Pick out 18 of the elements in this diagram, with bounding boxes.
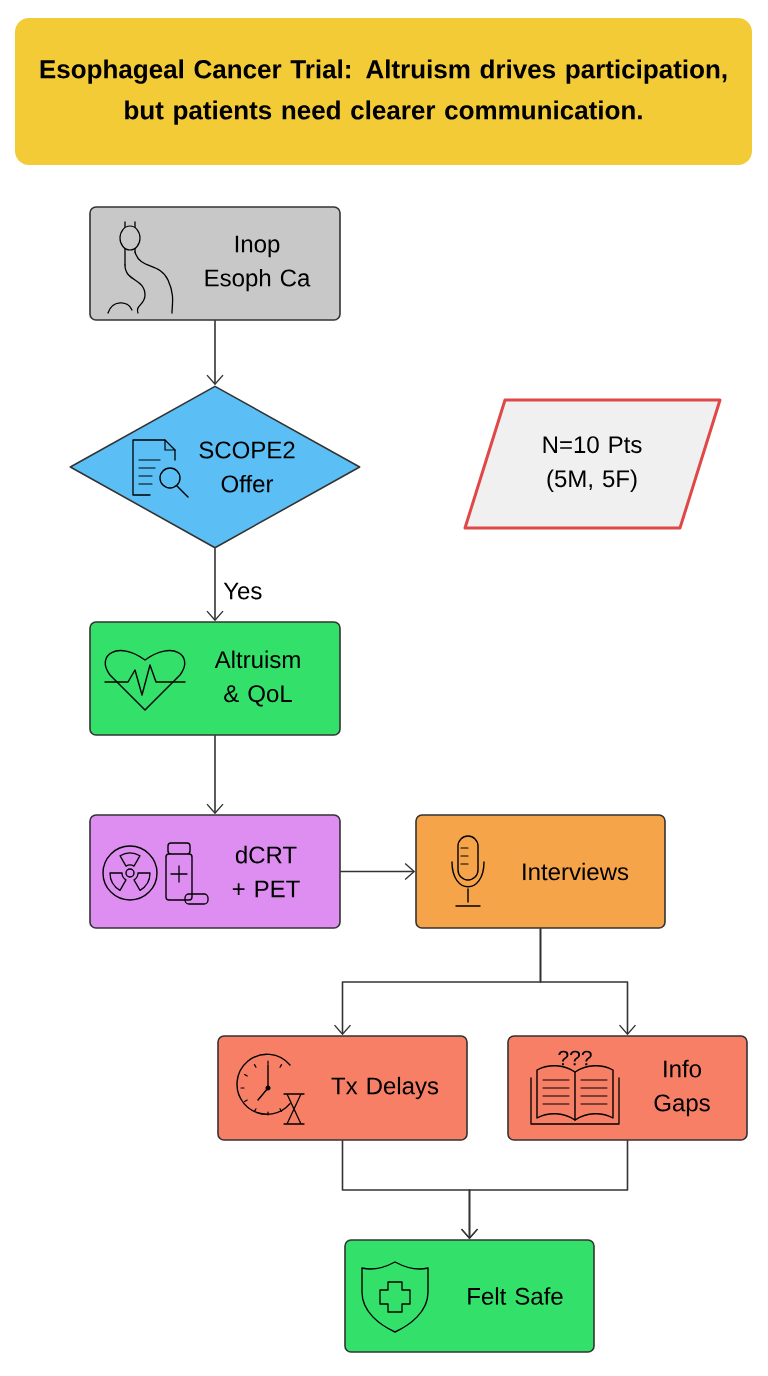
node-label: Info Gaps [654, 1059, 710, 1117]
arrow [206, 735, 224, 815]
arrow [460, 1140, 629, 1240]
process-box: Felt Safe [344, 1239, 595, 1353]
data-parallelogram: N=10 Pts (5M, 5F) [463, 398, 722, 530]
process-box: Tx Delays [217, 1035, 468, 1141]
process-box: Altruism & QoL [89, 621, 341, 736]
arrow [206, 320, 224, 386]
process-box: dCRT + PET [89, 814, 341, 929]
process-box: ??? Info Gaps [507, 1035, 748, 1141]
arrow [206, 548, 224, 622]
arrow [539, 928, 637, 1036]
process-box: Interviews [415, 814, 666, 929]
arrow [340, 862, 416, 881]
title-banner: Esophageal Cancer Trial: Altruism drives participation, but patients need clearer communication. [15, 18, 752, 165]
process-box: Inop Esoph Ca [89, 206, 341, 321]
edge-label: Yes [221, 580, 265, 602]
node-label: ??? [558, 1050, 592, 1066]
